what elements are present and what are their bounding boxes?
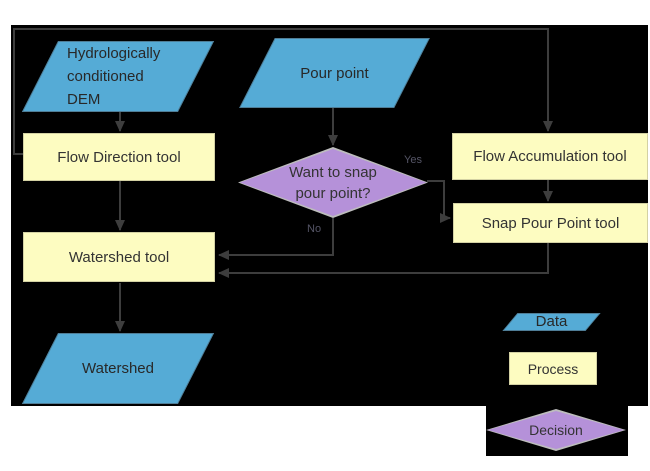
node-hydrologically-conditioned-dem: Hydrologically conditioned DEM (21, 41, 215, 112)
node-label: Watershed (82, 360, 154, 377)
node-want-to-snap-decision: Want to snap pour point? (238, 147, 428, 218)
legend-label-decision: Decision (529, 421, 583, 438)
node-label: Flow Accumulation tool (473, 148, 627, 165)
node-label: Snap Pour Point tool (481, 214, 620, 232)
node-label: Flow Direction tool (57, 148, 181, 166)
node-snap-pour-point-tool: Snap Pour Point tool (453, 203, 648, 243)
node-watershed-tool: Watershed tool (23, 232, 215, 282)
edge-label-yes: Yes (404, 154, 422, 166)
node-flow-direction-tool: Flow Direction tool (23, 133, 215, 181)
legend-label-process: Process (527, 360, 579, 377)
legend-item-data: Data (502, 313, 601, 331)
legend-item-process: Process (509, 352, 597, 385)
node-pour-point: Pour point (239, 38, 430, 108)
node-label: Want to snap pour point? (289, 163, 377, 202)
node-watershed: Watershed (21, 333, 215, 404)
legend-item-decision: Decision (486, 409, 626, 451)
edge-label-no: No (307, 223, 322, 235)
node-label: Hydrologically conditioned DEM (67, 45, 161, 108)
node-label: Watershed tool (68, 248, 170, 266)
node-flow-accumulation-tool: Flow Accumulation tool (452, 133, 648, 180)
legend-label-data: Data (535, 313, 568, 330)
node-label: Pour point (300, 64, 369, 82)
